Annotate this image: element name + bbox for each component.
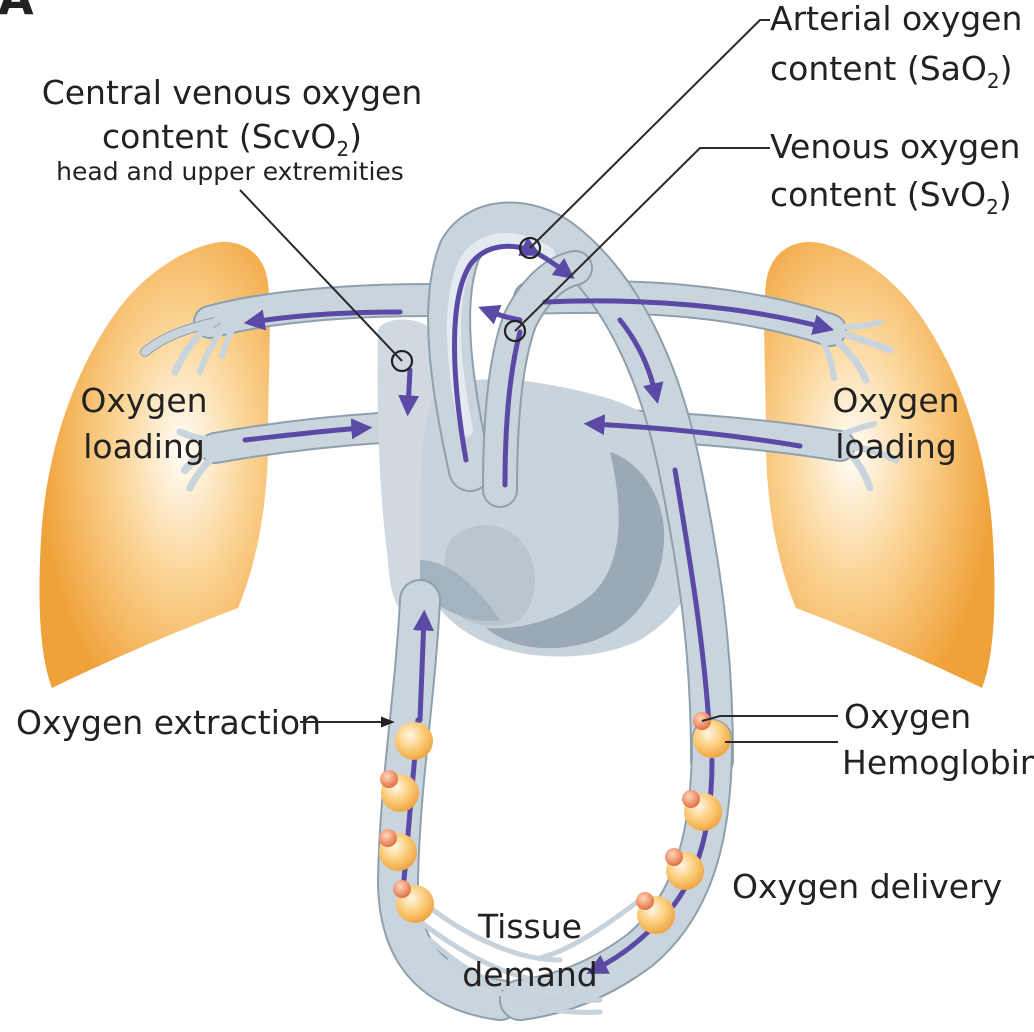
venous-label: Venous oxygen — [770, 127, 1020, 166]
oxygen-molecule-icon — [393, 880, 411, 898]
oxygen-label: Oxygen — [844, 697, 971, 736]
arterial-label-main: content (SaO — [770, 49, 987, 88]
oxygen-loading-left-label: Oxygen — [80, 381, 207, 420]
venous-label-close: ) — [999, 175, 1012, 214]
central-venous-label-line2: content (ScvO2) — [102, 117, 362, 161]
arterial-label-line2: content (SaO2) — [770, 49, 1012, 93]
oxygen-molecule-icon — [665, 848, 683, 866]
venous-label-main: content (SvO — [770, 175, 986, 214]
tissue-demand-label: Tissue — [477, 907, 582, 946]
oxygen-extraction-label: Oxygen extraction — [16, 703, 321, 742]
panel-letter: A — [0, 0, 34, 25]
hemoglobin-icon — [395, 722, 433, 760]
oxygen-molecule-icon — [636, 892, 654, 910]
arterial-label-close: ) — [1000, 49, 1013, 88]
oxygen-loading-right-label-line2: loading — [835, 427, 957, 466]
hemoglobin-label: Hemoglobin — [842, 743, 1034, 782]
oxygen-molecule-icon — [380, 770, 398, 788]
oxygen-molecule-icon — [682, 790, 700, 808]
oxygen-loading-right-label: Oxygen — [832, 381, 959, 420]
central-label-close: ) — [349, 117, 362, 156]
oxygen-loading-left-label-line2: loading — [83, 427, 205, 466]
venous-label-line2: content (SvO2) — [770, 175, 1012, 219]
systemic-vessels — [398, 600, 712, 1012]
central-venous-label-line3: head and upper extremities — [56, 157, 404, 186]
arterial-label: Arterial oxygen — [770, 0, 1022, 38]
arterial-label-sub: 2 — [987, 69, 1000, 93]
tissue-demand-label-line2: demand — [462, 955, 597, 994]
central-label-main: content (ScvO — [102, 117, 336, 156]
central-venous-label: Central venous oxygen — [42, 73, 423, 112]
oxygen-molecule-icon — [379, 829, 397, 847]
oxygen-delivery-label: Oxygen delivery — [732, 867, 1002, 906]
venous-label-sub: 2 — [986, 195, 999, 219]
